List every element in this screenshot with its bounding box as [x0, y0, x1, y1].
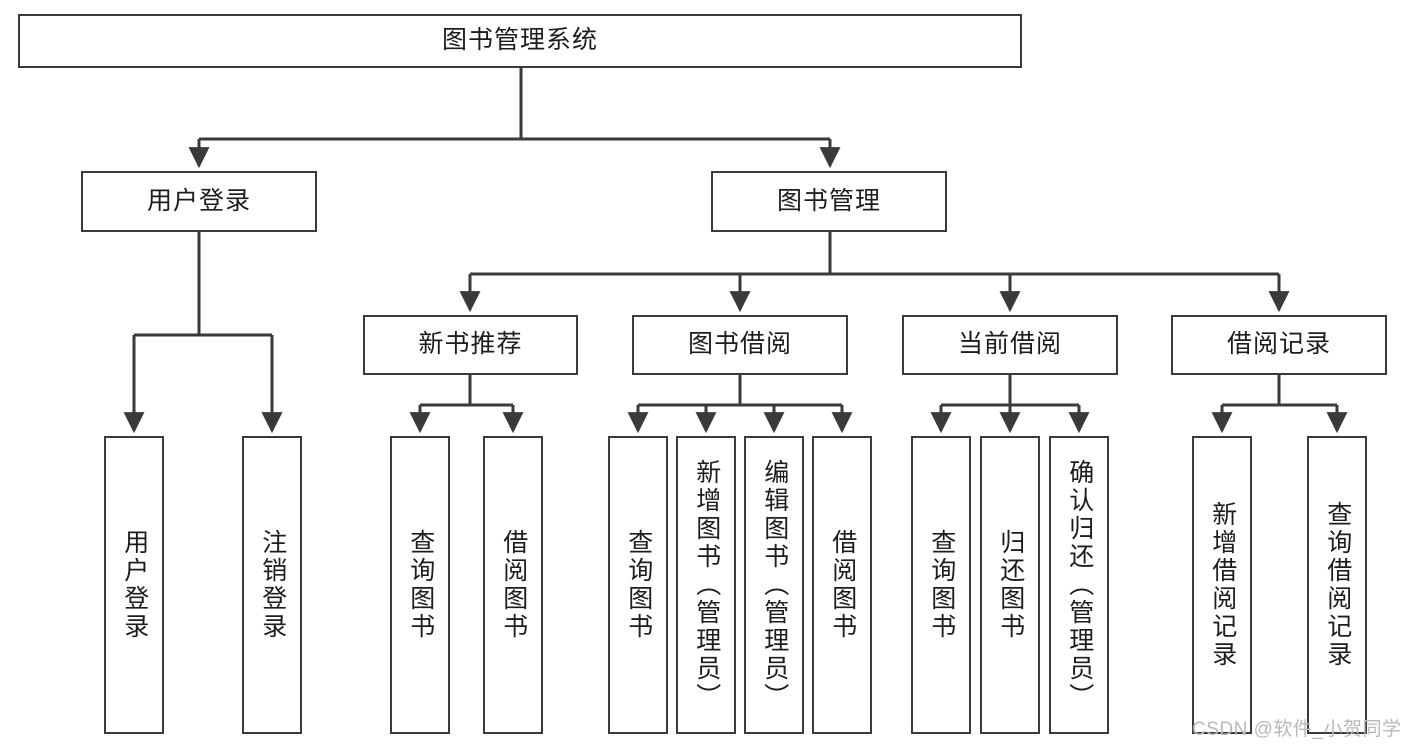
leaf-current-query-book[interactable]: 查询图书 — [911, 436, 971, 734]
node-root-system[interactable]: 图书管理系统 — [18, 14, 1022, 68]
node-label: 新书推荐 — [418, 330, 523, 359]
node-label: 确认归还（管理员） — [1065, 459, 1094, 711]
leaf-borrow-edit-book-admin[interactable]: 编辑图书（管理员） — [744, 436, 804, 734]
node-label: 归还图书 — [996, 529, 1025, 641]
node-label: 借阅记录 — [1226, 330, 1331, 359]
leaf-user-login[interactable]: 用户登录 — [104, 436, 164, 734]
node-current-borrow[interactable]: 当前借阅 — [902, 315, 1118, 375]
node-book-management[interactable]: 图书管理 — [711, 171, 947, 232]
node-user-login[interactable]: 用户登录 — [81, 171, 317, 232]
node-label: 图书管理系统 — [441, 26, 598, 55]
node-book-borrow[interactable]: 图书借阅 — [632, 315, 848, 375]
node-label: 新增图书（管理员） — [692, 459, 721, 711]
node-label: 图书借阅 — [687, 330, 792, 359]
node-label: 用户登录 — [120, 529, 149, 641]
node-label: 当前借阅 — [957, 330, 1062, 359]
csdn-watermark: CSDN @软件_小贺同学 — [1192, 719, 1402, 740]
leaf-borrow-borrow-book[interactable]: 借阅图书 — [812, 436, 872, 734]
node-label: 查询图书 — [406, 529, 435, 641]
node-label: 查询图书 — [624, 529, 653, 641]
node-label: 用户登录 — [146, 186, 251, 215]
node-label: 新增借阅记录 — [1208, 501, 1237, 669]
node-label: 查询图书 — [927, 529, 956, 641]
leaf-recommend-query-book[interactable]: 查询图书 — [390, 436, 450, 734]
leaf-borrow-query-book[interactable]: 查询图书 — [608, 436, 668, 734]
leaf-record-query-record[interactable]: 查询借阅记录 — [1307, 436, 1367, 734]
node-label: 图书管理 — [776, 186, 881, 215]
node-label: 借阅图书 — [499, 529, 528, 641]
leaf-recommend-borrow-book[interactable]: 借阅图书 — [483, 436, 543, 734]
node-label: 借阅图书 — [828, 529, 857, 641]
node-label: 注销登录 — [258, 529, 287, 641]
leaf-record-add-record[interactable]: 新增借阅记录 — [1192, 436, 1252, 734]
node-borrow-record[interactable]: 借阅记录 — [1171, 315, 1387, 375]
leaf-current-confirm-return-admin[interactable]: 确认归还（管理员） — [1049, 436, 1109, 734]
leaf-current-return-book[interactable]: 归还图书 — [980, 436, 1040, 734]
node-label: 编辑图书（管理员） — [760, 459, 789, 711]
leaf-borrow-add-book-admin[interactable]: 新增图书（管理员） — [676, 436, 736, 734]
node-label: 查询借阅记录 — [1323, 501, 1352, 669]
node-new-book-recommend[interactable]: 新书推荐 — [363, 315, 578, 375]
leaf-user-logout[interactable]: 注销登录 — [242, 436, 302, 734]
